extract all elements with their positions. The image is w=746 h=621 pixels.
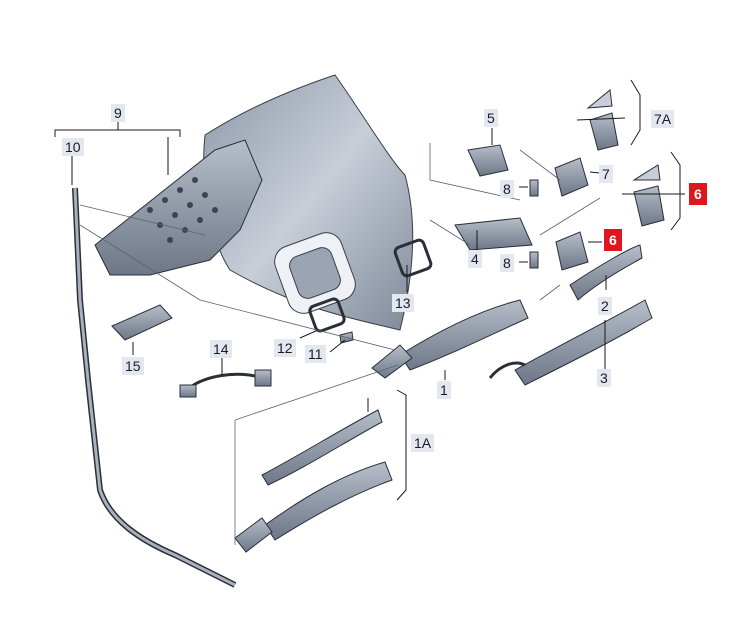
label-5: 5 — [484, 109, 498, 127]
label-11: 11 — [305, 345, 326, 363]
label-8-lower: 8 — [500, 254, 514, 272]
lock-cylinder-4 — [454, 217, 533, 251]
label-1: 1 — [437, 381, 451, 399]
label-2: 2 — [598, 297, 612, 315]
label-7a: 7A — [651, 110, 675, 128]
wiring-14 — [183, 372, 263, 394]
label-15: 15 — [122, 357, 144, 375]
label-6-upper: 6 — [689, 183, 707, 205]
cap-7 — [554, 157, 589, 197]
label-14: 14 — [210, 340, 232, 358]
label-12: 12 — [274, 339, 296, 357]
connector-15 — [111, 304, 173, 341]
label-6-lower: 6 — [604, 229, 622, 251]
seal-13 — [393, 238, 433, 278]
cap-6b — [555, 231, 589, 271]
handle-1a — [264, 461, 393, 541]
label-1a: 1A — [411, 434, 435, 452]
handle-1 — [399, 299, 529, 371]
handle-3 — [514, 299, 653, 386]
label-3: 3 — [597, 369, 611, 387]
label-13: 13 — [392, 294, 414, 312]
label-9: 9 — [111, 104, 125, 122]
door-panel — [203, 74, 414, 331]
cap-6a — [633, 185, 665, 227]
seal-12 — [308, 297, 346, 333]
handle-2 — [569, 244, 643, 301]
trim-strip-1a — [261, 409, 383, 486]
label-7: 7 — [599, 165, 613, 183]
lock-cylinder-5 — [467, 144, 509, 177]
label-4: 4 — [468, 250, 482, 268]
cap-7a — [589, 112, 619, 151]
label-8-upper: 8 — [500, 180, 514, 198]
label-10: 10 — [62, 138, 84, 156]
inner-handle-carrier — [94, 139, 263, 276]
